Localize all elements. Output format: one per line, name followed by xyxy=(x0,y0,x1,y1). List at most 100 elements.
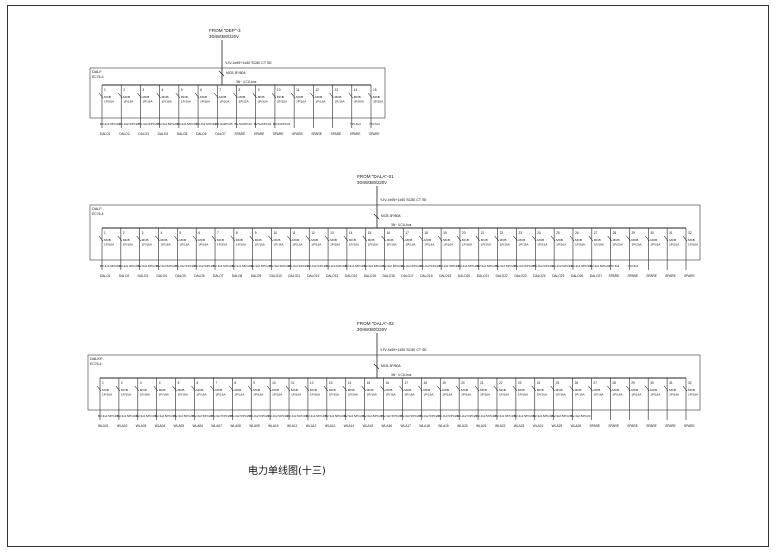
breaker-type: MCB xyxy=(292,238,299,242)
breaker-symbol xyxy=(194,92,200,99)
circuit-number: 30 xyxy=(650,381,654,385)
load-destination: DALO4 xyxy=(157,274,168,278)
circuit-number: 28 xyxy=(613,231,617,235)
breaker-symbol xyxy=(214,92,219,99)
breaker-symbol xyxy=(271,92,277,99)
breaker-rating: 1P/16A xyxy=(669,393,680,397)
circuit-number: 13 xyxy=(330,231,334,235)
cable-spec: BV-3x2.5/PC20 xyxy=(251,264,271,268)
breaker-symbol xyxy=(663,385,669,392)
circuit-number: 14 xyxy=(348,381,352,385)
cable-spec: BV-3x2.5/PC20 xyxy=(211,414,231,418)
breaker-type: MCB xyxy=(219,95,226,99)
breaker-type: MCB xyxy=(198,238,205,242)
breaker-rating: 1P/16A xyxy=(102,393,113,397)
breaker-type: MCB xyxy=(121,388,128,392)
cable-spec: BV-3x2.5/PC20 xyxy=(288,264,308,268)
breaker-type: MCB xyxy=(386,388,393,392)
circuit-number: 19 xyxy=(443,231,447,235)
cable-spec: BV-3x2.5/PC20 xyxy=(213,264,233,268)
breaker-rating: 1P/16A xyxy=(688,243,699,247)
breaker-symbol xyxy=(137,92,142,99)
breaker-type: MCB xyxy=(575,238,582,242)
breaker-symbol xyxy=(156,92,161,99)
load-destination: WLA11 xyxy=(287,424,297,428)
breaker-type: MCB xyxy=(234,388,241,392)
breaker-symbol xyxy=(305,235,311,242)
cable-spec: BV-3x2.5/PC20 xyxy=(138,122,158,126)
drawing-caption: 电力单线图(十三) xyxy=(248,466,326,477)
breaker-type: MCB xyxy=(162,95,169,99)
breaker-type: MCB xyxy=(480,388,487,392)
breaker-type: MCB xyxy=(329,388,336,392)
cable-spec: BV-3x2.5/PC20 xyxy=(196,122,216,126)
breaker-symbol xyxy=(348,92,354,99)
panel-name: DALF xyxy=(92,207,102,211)
load-destination: DALO3 xyxy=(138,274,149,278)
cable-spec: YJV-5x4 xyxy=(350,122,361,126)
distribution-panel-3: FROM "DALA"-023Φ4W380/220VYJV-4x95+1x50 … xyxy=(87,321,701,428)
breaker-type: MCB xyxy=(253,388,260,392)
circuit-number: 10 xyxy=(277,88,281,92)
cable-spec: BV-3x2.5/PC20 xyxy=(119,122,139,126)
circuit-number: 10 xyxy=(274,231,278,235)
load-destination: WLA04 xyxy=(155,424,166,428)
cable-spec: BV-3x2.5/PC20 xyxy=(136,414,156,418)
cable-spec: BV-3x2.5/PC20 xyxy=(232,264,252,268)
cable-spec: BV-3x2.5/PC20 xyxy=(400,414,420,418)
breaker-rating: 1P/20A xyxy=(219,100,230,104)
breaker-type: MCB xyxy=(593,388,600,392)
breaker-rating: 1P/16A xyxy=(179,243,190,247)
load-destination: SPARE xyxy=(646,424,657,428)
breaker-type: MCB xyxy=(424,238,431,242)
cable-spec: BV-3x2.5/PC20 xyxy=(100,264,120,268)
breaker-symbol xyxy=(98,92,104,99)
load-destination: DALO19 xyxy=(439,274,451,278)
breaker-symbol xyxy=(233,92,238,99)
cable-spec: BV-3x2.5/PC20 xyxy=(419,414,439,418)
breaker-symbol xyxy=(550,385,555,392)
breaker-type: MCB xyxy=(631,388,638,392)
breaker-rating: 1P/16A xyxy=(142,100,153,104)
load-destination: DALO26 xyxy=(571,274,583,278)
cable-spec: YJV-5x4 xyxy=(369,122,380,126)
circuit-number: 3 xyxy=(142,88,144,92)
cable-spec: BV-3x2.5/PC20 xyxy=(514,264,534,268)
cable-spec: BV-3x2.5/PC20 xyxy=(571,264,591,268)
breaker-symbol xyxy=(249,235,254,242)
cable-spec: BV-3x2.5/PC20 xyxy=(344,414,364,418)
breaker-rating: 1P/16A xyxy=(335,100,346,104)
breaker-type: MCB xyxy=(499,388,506,392)
load-destination: SPARE xyxy=(684,274,695,278)
circuit-number: 5 xyxy=(178,381,180,385)
breaker-rating: 1P/16A xyxy=(423,393,434,397)
cable-spec: BV-3x2.5/PC20 xyxy=(268,414,288,418)
circuit-number: 26 xyxy=(575,231,579,235)
breaker-type: MCB xyxy=(102,388,109,392)
breaker-symbol xyxy=(96,385,102,392)
source-label: FROM "DEP"-3 xyxy=(209,28,241,33)
breaker-rating: 1P/16A xyxy=(159,393,170,397)
breaker-symbol xyxy=(588,385,593,392)
circuit-number: 24 xyxy=(537,381,541,385)
breaker-type: MCB xyxy=(404,388,411,392)
load-destination: DALO16 xyxy=(383,274,395,278)
cable-spec: BV-3x2.5/PC20 xyxy=(552,414,572,418)
breaker-type: MCB xyxy=(405,238,412,242)
load-destination: SPARE xyxy=(665,424,676,428)
cable-spec: YJV-5x4 xyxy=(609,264,620,268)
breaker-rating: 1P/16A xyxy=(272,393,283,397)
